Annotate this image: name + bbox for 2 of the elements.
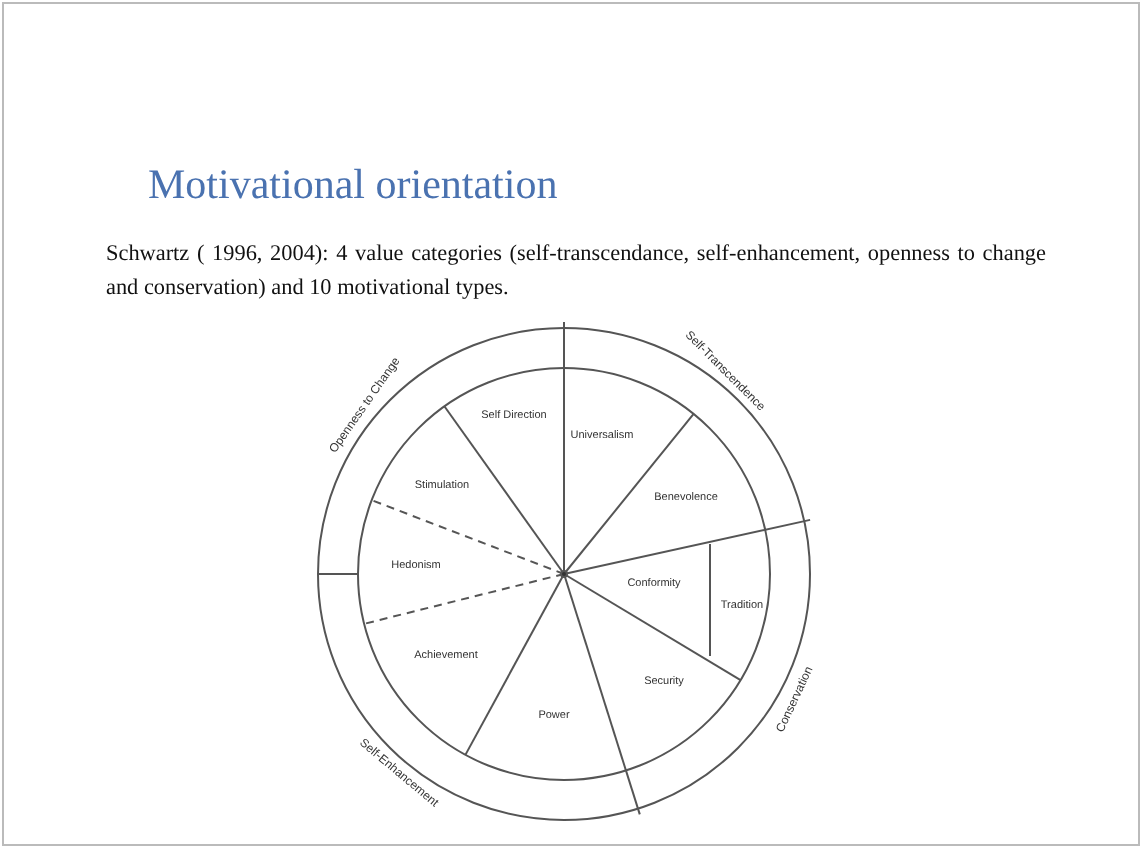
body-text: Schwartz ( 1996, 2004): 4 value categories (self-transcendance, self-enhancement, openness to change and conservation) and 10 motivational types. [106,240,1046,304]
slide-title: Motivational orientation [148,160,558,210]
